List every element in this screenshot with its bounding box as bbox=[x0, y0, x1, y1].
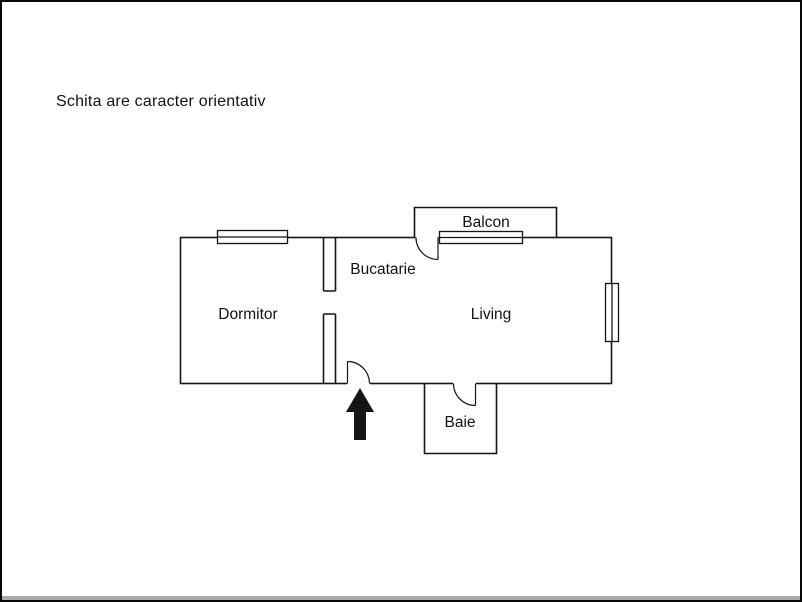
bottom-edge-strip bbox=[2, 596, 800, 600]
door-bathroom bbox=[452, 383, 477, 407]
room-label-bucatarie: Bucatarie bbox=[350, 261, 415, 278]
balcony-outline bbox=[413, 206, 558, 238]
disclaimer-text: Schita are caracter orientativ bbox=[56, 93, 266, 110]
opening-entrance bbox=[347, 380, 370, 387]
opening-bathroom bbox=[453, 380, 476, 387]
doors bbox=[346, 237, 477, 407]
bathroom-outline bbox=[423, 383, 498, 455]
room-label-balcon: Balcon bbox=[462, 214, 509, 231]
room-label-dormitor: Dormitor bbox=[218, 306, 277, 323]
wall-openings bbox=[347, 234, 476, 387]
opening-balcony bbox=[415, 234, 439, 241]
room-label-living: Living bbox=[471, 306, 512, 323]
room-labels: Dormitor Bucatarie Living Balcon Baie bbox=[218, 214, 511, 431]
windows bbox=[216, 229, 620, 343]
walls bbox=[179, 206, 613, 455]
window-symbol-living-right bbox=[604, 282, 620, 343]
window-symbol-dormitor bbox=[216, 229, 289, 245]
door-entrance bbox=[346, 360, 371, 384]
window-symbol-living-top bbox=[438, 230, 524, 245]
room-label-baie: Baie bbox=[444, 414, 475, 431]
door-balcony bbox=[415, 237, 439, 261]
entrance-arrow-icon bbox=[346, 388, 374, 440]
interior-wall bbox=[322, 237, 337, 384]
